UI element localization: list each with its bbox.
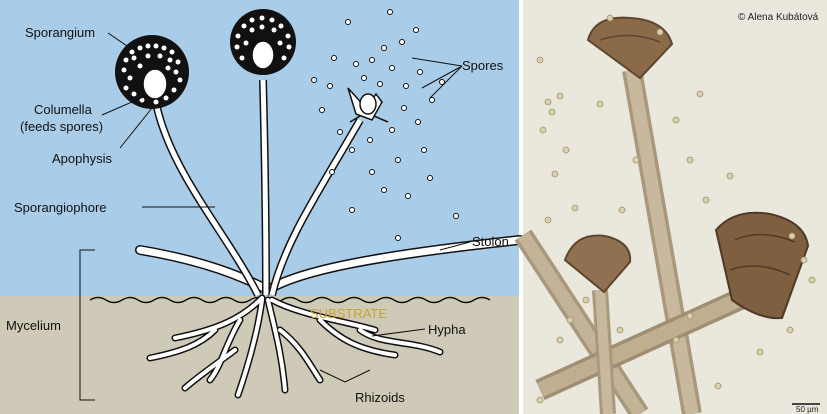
- label-sporangiophore: Sporangiophore: [14, 200, 107, 215]
- columella-center: [252, 41, 274, 69]
- photo-credit: © Alena Kubátová: [738, 12, 819, 23]
- label-stolon: Stolon: [472, 234, 509, 249]
- label-mycelium: Mycelium: [6, 318, 61, 333]
- label-apophysis: Apophysis: [52, 151, 112, 166]
- sporangium-center: [230, 9, 296, 75]
- label-sporangium: Sporangium: [25, 25, 95, 40]
- line-diagram: Sporangium Columella (feeds spores) Apop…: [0, 0, 520, 414]
- columella-left: [143, 69, 167, 99]
- label-spores: Spores: [462, 58, 504, 73]
- label-columella-sub: (feeds spores): [20, 119, 103, 134]
- label-substrate: SUBSTRATE: [310, 306, 387, 321]
- micrograph: © Alena Kubátová 50 µm: [523, 0, 827, 414]
- label-rhizoids: Rhizoids: [355, 390, 405, 405]
- scale-bar-label: 50 µm: [796, 405, 819, 414]
- label-columella: Columella: [34, 102, 93, 117]
- label-hypha: Hypha: [428, 322, 466, 337]
- sporangium-left: [115, 35, 189, 109]
